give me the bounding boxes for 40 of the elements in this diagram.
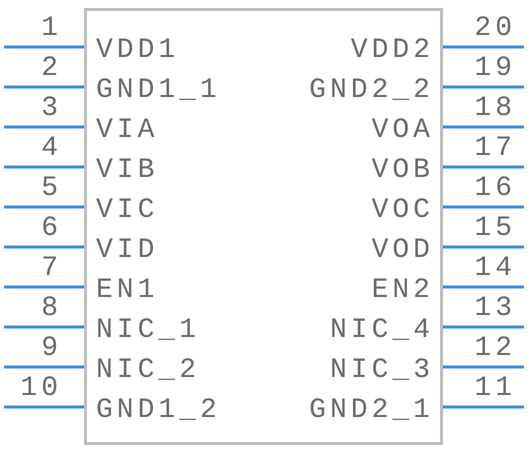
pin-label: VOD [372,236,434,266]
pin-label: NIC_3 [330,356,434,386]
pin-number: 18 [474,94,516,124]
pin-number: 9 [41,334,62,364]
pin-number: 13 [474,294,516,324]
pin-label: VDD1 [96,36,180,66]
pin-label: GND2_1 [309,396,434,426]
pin-label: EN1 [96,276,158,306]
pin-number: 6 [41,214,62,244]
pin-number: 7 [41,254,62,284]
pin-number: 5 [41,174,62,204]
pin-number: 3 [41,94,62,124]
pin-label: VOA [372,116,434,146]
pin-number: 10 [20,374,62,404]
pin-number: 19 [474,54,516,84]
pin-label: VOB [372,156,434,186]
pin-number: 11 [474,374,516,404]
pin-number: 1 [41,14,62,44]
pin-number: 20 [474,14,516,44]
pin-number: 8 [41,294,62,324]
pin-number: 4 [41,134,62,164]
pin-label: GND1_2 [96,396,221,426]
pin-label: VOC [372,196,434,226]
pin-label: VDD2 [350,36,434,66]
pin-number: 12 [474,334,516,364]
pin-number: 15 [474,214,516,244]
pin-label: NIC_1 [96,316,200,346]
pin-label: GND1_1 [96,76,221,106]
pin-label: VID [96,236,158,266]
pin-number: 14 [474,254,516,284]
pin-label: VIB [96,156,158,186]
pin-number: 2 [41,54,62,84]
pin-label: VIA [96,116,158,146]
pin-label: NIC_4 [330,316,434,346]
pin-label: EN2 [372,276,434,306]
pin-label: GND2_2 [309,76,434,106]
pin-number: 17 [474,134,516,164]
pin-label: NIC_2 [96,356,200,386]
pin-number: 16 [474,174,516,204]
pin-label: VIC [96,196,158,226]
